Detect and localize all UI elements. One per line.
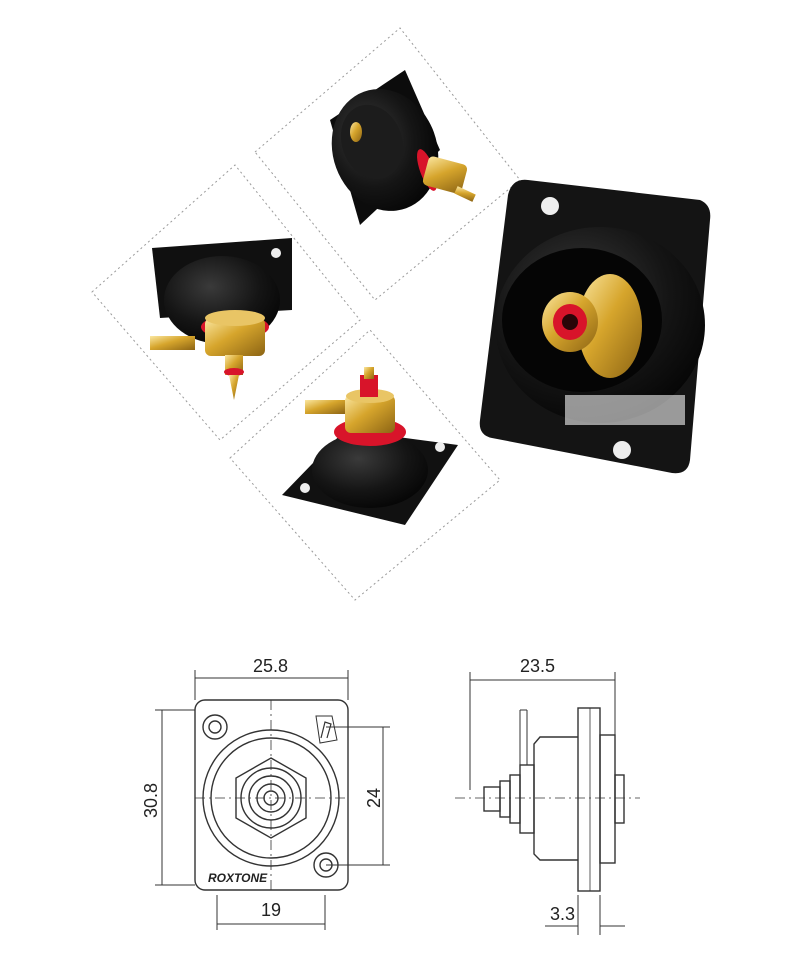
front-logo-text: ROXTONE bbox=[208, 871, 268, 885]
front-dimension-lines bbox=[155, 670, 390, 930]
dim-height-label: 30.8 bbox=[141, 783, 161, 818]
side-view-drawing bbox=[455, 707, 640, 892]
frame-top bbox=[254, 27, 521, 301]
front-view-drawing bbox=[194, 699, 349, 891]
side-flange bbox=[577, 707, 601, 892]
side-front-cup bbox=[599, 734, 616, 864]
dim-hole-spacing-label: 24 bbox=[364, 788, 384, 808]
front-flange bbox=[194, 699, 349, 891]
side-dimension-lines bbox=[469, 672, 625, 935]
dim-inner-width-label: 19 bbox=[261, 900, 281, 920]
photo-connector-top bbox=[330, 70, 476, 225]
hex-nut bbox=[235, 757, 307, 839]
dim-flange-label: 3.3 bbox=[550, 904, 575, 924]
photo-connector-left bbox=[150, 238, 292, 400]
side-body bbox=[533, 736, 578, 861]
frame-bottom bbox=[229, 329, 501, 601]
photo-connector-bottom bbox=[282, 367, 458, 525]
technical-drawings: ROXTONE 25.8 30.8 24 19 bbox=[141, 656, 640, 935]
frame-left bbox=[91, 164, 361, 441]
r-logo-icon bbox=[315, 715, 338, 744]
dim-length-label: 23.5 bbox=[520, 656, 555, 676]
photo-connector-front bbox=[479, 179, 711, 474]
product-photos bbox=[91, 27, 711, 601]
photo-frames bbox=[91, 27, 521, 601]
dim-width-label: 25.8 bbox=[253, 656, 288, 676]
mount-hole-top-left bbox=[202, 714, 228, 740]
